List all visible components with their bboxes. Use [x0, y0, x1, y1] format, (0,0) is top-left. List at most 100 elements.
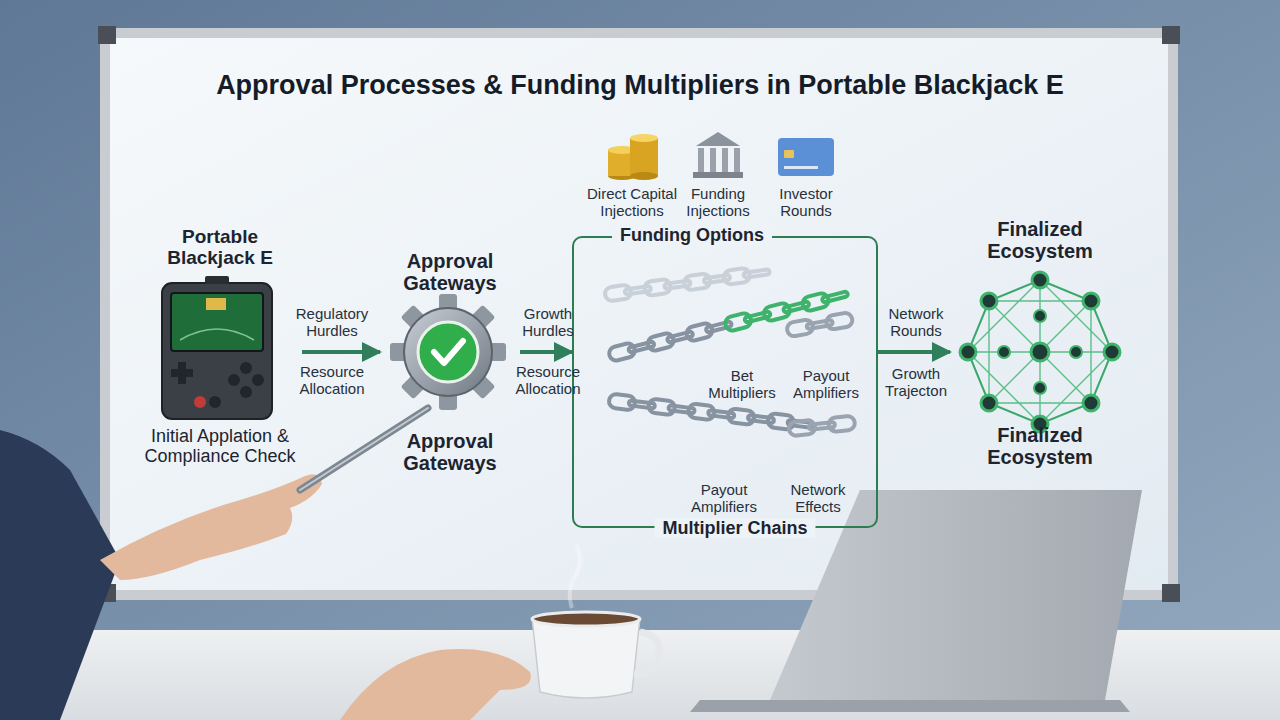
network-node [981, 395, 997, 411]
chain-link [828, 415, 855, 432]
coffee-cup [532, 545, 659, 698]
annotation-label: Investor Rounds [765, 186, 847, 220]
annotation-label: Network Effects [778, 482, 858, 516]
dpad [171, 369, 193, 377]
chain-small [788, 415, 855, 436]
bank-icon [693, 132, 743, 178]
card-number [784, 166, 818, 169]
network-node [1104, 344, 1120, 360]
flow-arrow [302, 350, 380, 354]
network-node [1083, 395, 1099, 411]
annotation-label: Bet Multipliers [702, 368, 782, 402]
screen-card [206, 298, 226, 310]
device-node: Portable Blackjack E Initial Applation & … [138, 222, 302, 502]
edge-label: Growth Hurdles [509, 306, 587, 340]
bank-column [734, 148, 740, 172]
gear-body [404, 308, 492, 396]
annotation-label: Resource Allocation [284, 364, 380, 398]
bank-column [698, 148, 704, 172]
node-heading: Finalized Ecosystem [950, 218, 1130, 263]
chain-small [786, 312, 853, 337]
device-button [240, 362, 252, 374]
sleeve [0, 430, 120, 720]
node-subtext: Initial Applation & Compliance Check [142, 426, 298, 466]
steam [570, 545, 580, 608]
flow-arrow [520, 350, 572, 354]
coin [630, 134, 658, 142]
node-heading: Approval Gateways [380, 250, 520, 295]
node-heading: Funding Options [612, 225, 772, 245]
network-node [1070, 346, 1082, 358]
network-node [1034, 382, 1046, 394]
coin [630, 172, 658, 180]
flow-arrow [878, 350, 950, 354]
chain-main [608, 287, 850, 362]
laptop-base [690, 700, 1130, 712]
annotation-label: Payout Amplifiers [785, 368, 867, 402]
node-subtext: Multiplier Chains [654, 518, 815, 538]
chain-gray [608, 317, 733, 362]
network-node [1031, 343, 1049, 361]
edge-label: Network Rounds [874, 306, 958, 340]
blackjack-device [162, 276, 272, 419]
bank-base [693, 172, 743, 178]
hand [340, 649, 531, 720]
annotation-label: Payout Amplifiers [683, 482, 765, 516]
hand [100, 474, 322, 580]
bank-roof [696, 132, 740, 146]
coin-stack [630, 138, 658, 176]
node-subtext: Approval Gateways [380, 430, 520, 475]
device-screen [171, 293, 263, 351]
chain-link [825, 312, 853, 330]
check-circle [418, 322, 478, 382]
annotation-label: Resource Allocation [509, 364, 587, 398]
cup-body [532, 618, 640, 698]
table-arc [180, 329, 254, 340]
network-node [1034, 310, 1046, 322]
coins-icon [608, 134, 658, 180]
network-node [998, 346, 1010, 358]
card-icon [778, 138, 834, 176]
network-node [1083, 293, 1099, 309]
chain-link [743, 269, 769, 278]
ecosystem-node: Finalized EcosystemFinalized Ecosystem [950, 218, 1130, 480]
node-heading: Portable Blackjack E [138, 226, 302, 269]
network-graph [960, 272, 1120, 432]
network-ring [968, 280, 1112, 424]
frame-corner [1162, 26, 1180, 44]
gateway-node: Approval GatewaysApproval Gateways [380, 250, 520, 480]
edge-label: Regulatory Hurdles [284, 306, 380, 340]
device-body [162, 283, 272, 419]
node-subtext: Finalized Ecosystem [950, 424, 1130, 469]
laptop-lid [770, 490, 1142, 700]
annotation-label: Growth Trajecton [874, 366, 958, 400]
device-top [205, 276, 229, 284]
network-node [981, 293, 997, 309]
device-button [252, 374, 264, 386]
frame-corner [1162, 584, 1180, 602]
gear-check [390, 294, 506, 410]
device-button [228, 374, 240, 386]
chain-link [822, 291, 848, 302]
diagram-title: Approval Processes & Funding Multipliers… [110, 70, 1170, 101]
annotation-label: Funding Injections [677, 186, 759, 220]
network-node [1032, 272, 1048, 288]
annotation-label: Direct Capital Injections [577, 186, 687, 220]
coffee [532, 612, 640, 626]
cup-handle [634, 632, 659, 674]
frame-corner [98, 26, 116, 44]
hands-and-pen [0, 408, 531, 720]
bank-column [722, 148, 728, 172]
device-button [209, 396, 221, 408]
card [778, 138, 834, 176]
check-mark [434, 341, 463, 363]
network-links [968, 280, 1112, 424]
card-chip [784, 150, 794, 158]
device-button [240, 386, 252, 398]
network-node [960, 344, 976, 360]
chain-faint [604, 265, 770, 302]
